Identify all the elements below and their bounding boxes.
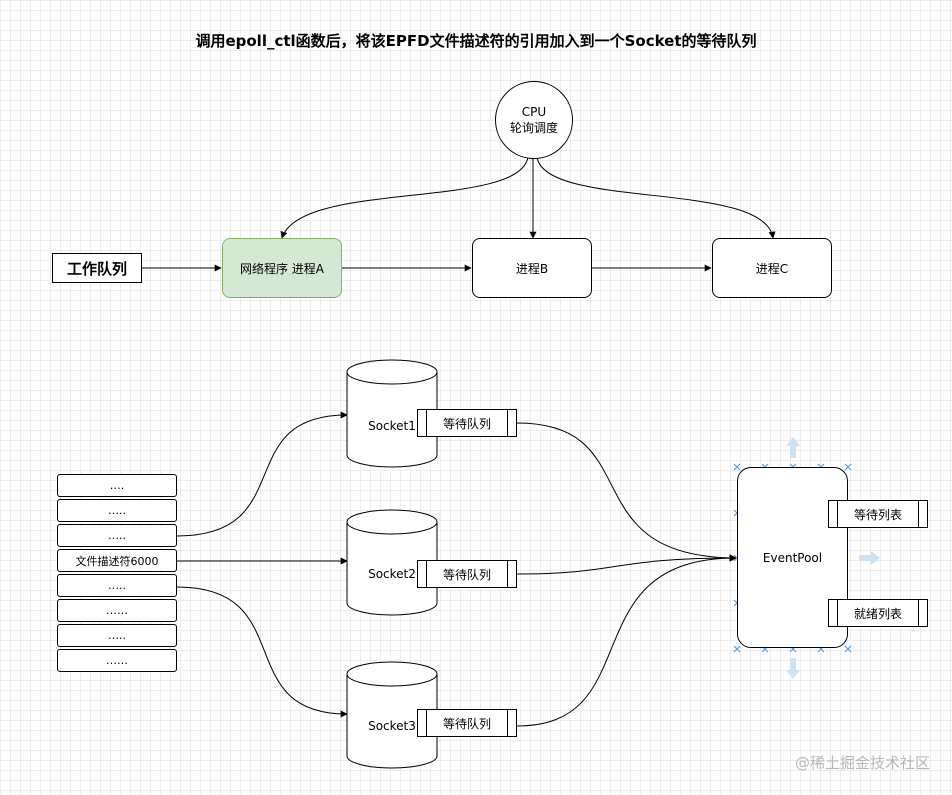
process-c-node[interactable]: 进程C	[712, 238, 832, 298]
fd-row[interactable]: ……	[57, 599, 177, 622]
fd-row-6000[interactable]: 文件描述符6000	[57, 549, 177, 572]
cpu-scheduling-label: 轮询调度	[509, 121, 558, 135]
fd-row[interactable]: …..	[57, 524, 177, 547]
edge-queue2-to-eventpool	[516, 554, 737, 575]
socket1-label: Socket1	[368, 419, 416, 433]
diagram-title: 调用epoll_ctl函数后，将该EPFD文件描述符的引用加入到一个Socket…	[195, 32, 757, 50]
edge-fd-to-socket1	[176, 411, 348, 537]
socket3-cylinder	[346, 661, 438, 769]
fd-row[interactable]: ….	[57, 474, 177, 497]
fd-row[interactable]: …..	[57, 499, 177, 522]
edge-queue1-to-eventpool	[516, 422, 737, 562]
cpu-node[interactable]: CPU 轮询调度	[495, 81, 573, 159]
socket1-wait-queue[interactable]: 等待队列	[417, 409, 517, 437]
socket3-label: Socket3	[368, 719, 416, 733]
fd-row[interactable]: ……	[57, 649, 177, 672]
socket2-cylinder	[346, 509, 438, 616]
work-queue-box[interactable]: 工作队列	[52, 253, 142, 283]
eventpool-connect-arrows	[786, 437, 880, 679]
process-a-node[interactable]: 网络程序 进程A	[222, 238, 342, 298]
socket3-wait-queue[interactable]: 等待队列	[417, 709, 517, 737]
edge-queue3-to-eventpool	[516, 554, 737, 727]
cpu-label: CPU	[521, 105, 547, 119]
edge-cpu-to-process-c	[536, 156, 776, 239]
eventpool-ready-list[interactable]: 就绪列表	[828, 599, 928, 627]
eventpool-wait-list[interactable]: 等待列表	[828, 500, 928, 528]
socket2-wait-queue[interactable]: 等待队列	[417, 560, 517, 588]
edge-cpu-to-process-a	[280, 156, 529, 239]
fd-row[interactable]: …..	[57, 624, 177, 647]
socket1-cylinder	[346, 359, 438, 468]
fd-row[interactable]: …..	[57, 574, 177, 597]
process-b-node[interactable]: 进程B	[472, 238, 592, 298]
watermark-text: @稀土掘金技术社区	[794, 754, 930, 772]
edge-fd-to-socket3	[176, 586, 348, 718]
socket2-label: Socket2	[368, 567, 416, 581]
